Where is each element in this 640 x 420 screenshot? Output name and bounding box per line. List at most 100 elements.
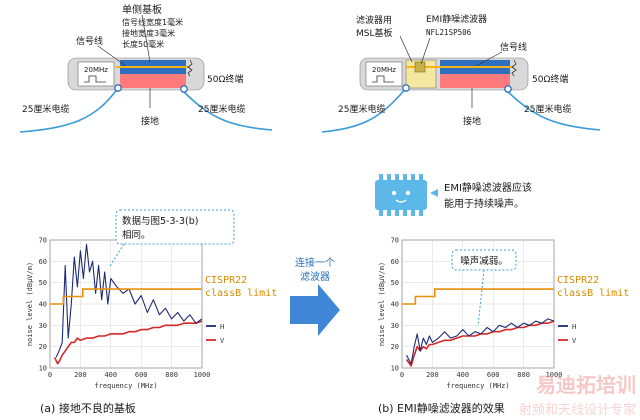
ground-label: 接地: [463, 115, 481, 127]
signal-leader: [97, 45, 127, 67]
watermark-line-2: 射频和天线设计专家: [519, 402, 636, 418]
resistor-icon: [187, 59, 193, 77]
cable-right: [181, 89, 273, 131]
y-tick-label: 70: [391, 237, 399, 245]
ground-plane: [120, 74, 186, 88]
y-axis-label: noise level (dBμV/m): [378, 262, 386, 346]
y-tick-label: 40: [39, 301, 47, 309]
generator-label: 20MHz: [84, 66, 108, 74]
legend-label-V: V: [220, 337, 225, 345]
legend-label-V: V: [572, 337, 577, 345]
filter-leader: [420, 37, 431, 65]
connector-left: [114, 84, 122, 92]
y-axis-label: noise level (dBμV/m): [26, 262, 34, 346]
filter-part-number: NFL21SP506: [426, 28, 472, 37]
pulse-icon: [84, 75, 106, 83]
signal-line-label: 信号线: [500, 41, 527, 53]
connector-left: [402, 84, 410, 92]
limit-label-left-2: classB limit: [205, 288, 277, 299]
x-tick-label: 1000: [194, 371, 211, 379]
series-line-V: [53, 320, 203, 365]
y-tick-label: 50: [391, 279, 399, 287]
title-leader: [141, 14, 151, 63]
callout-leader: [477, 269, 485, 327]
x-tick-label: 1000: [546, 371, 563, 379]
x-tick-label: 800: [517, 371, 530, 379]
caption-left: (a) 接地不良的基板: [40, 401, 136, 415]
cable-right-label: 25厘米电缆: [524, 103, 571, 115]
x-tick-label: 600: [487, 371, 500, 379]
y-tick-label: 10: [39, 365, 47, 373]
chip-note-line-1: EMI静噪滤波器应该: [444, 181, 532, 194]
x-tick-label: 400: [104, 371, 117, 379]
signal-leader: [475, 51, 503, 67]
callout-box: [115, 209, 235, 245]
left-note-line-2: 相同。: [122, 229, 151, 241]
board-title: 单侧基板: [122, 3, 162, 16]
right-note-callout: 噪声减弱。: [451, 249, 517, 327]
y-tick-label: 10: [391, 365, 399, 373]
y-tick-label: 60: [391, 258, 399, 266]
emi-filter-chip: [414, 61, 426, 73]
filter-board-label-1: 滤波器用: [356, 14, 392, 26]
y-tick-label: 50: [39, 279, 47, 287]
board-spec-3: 长度50毫米: [122, 39, 164, 49]
connector-right: [180, 85, 188, 93]
limit-line: [402, 288, 554, 305]
right-setup: 20MHz 滤波器用 MSL基板 EMI静噪滤波器 NFL21SP506 信号线…: [321, 13, 601, 133]
limit-label-left-1: CISPR22: [205, 275, 247, 286]
caption-right: (b) EMI静噪滤波器的效果: [378, 401, 505, 415]
board-spec-1: 信号线宽度1毫米: [122, 17, 183, 27]
y-tick-label: 20: [39, 343, 47, 351]
filter-arrow: 连接一个 滤波器: [290, 256, 340, 336]
cable-right: [505, 89, 601, 131]
series-line-H: [55, 243, 203, 358]
x-tick-label: 200: [74, 371, 87, 379]
limit-label-right-1: CISPR22: [557, 275, 599, 286]
cable-right-label: 25厘米电缆: [198, 103, 245, 115]
chip-note-line-2: 能用于持续噪声。: [444, 197, 524, 210]
legend-label-H: H: [220, 323, 224, 331]
termination-label: 50Ω终端: [532, 73, 568, 85]
right-note-text: 噪声减弱。: [460, 255, 508, 267]
y-tick-label: 20: [391, 343, 399, 351]
y-tick-label: 70: [39, 237, 47, 245]
termination-label: 50Ω终端: [207, 73, 243, 85]
watermark-line-1: 易迪拓培训: [536, 373, 636, 397]
left-note-callout: 数据与图5-3-3(b) 相同。: [109, 209, 235, 267]
filter-board-label-2: MSL基板: [356, 27, 393, 39]
x-tick-label: 800: [165, 371, 178, 379]
chip-note: EMI静噪滤波器应该 能用于持续噪声。: [375, 174, 532, 216]
x-axis-label: frequency (MHz): [446, 382, 509, 390]
board-spec-2: 接地宽度3毫米: [122, 28, 175, 38]
connector-right: [504, 85, 512, 93]
right-arrow-icon: [290, 284, 340, 336]
pulse-icon: [372, 75, 394, 83]
limit-line: [50, 288, 202, 305]
x-tick-label: 0: [400, 371, 404, 379]
x-tick-label: 400: [456, 371, 469, 379]
legend-label-H: H: [572, 323, 576, 331]
filter-board-leader: [399, 35, 413, 63]
ground-plane: [440, 74, 510, 88]
watermark: 易迪拓培训 射频和天线设计专家: [519, 373, 636, 418]
y-tick-label: 60: [39, 258, 47, 266]
chip-mascot-icon: [375, 174, 438, 216]
left-setup: 20MHz 单侧基板 信号线宽度1毫米 接地宽度3毫米 长度50毫米 信号线 5…: [19, 3, 273, 133]
arrow-label-1: 连接一个: [295, 256, 335, 269]
series-line-H: [406, 318, 555, 365]
cable-left: [321, 87, 407, 133]
x-tick-label: 200: [426, 371, 439, 379]
arrow-label-2: 滤波器: [300, 270, 330, 283]
generator-label: 20MHz: [372, 66, 396, 74]
x-axis-label: frequency (MHz): [94, 382, 157, 390]
callout-leader: [109, 243, 125, 267]
ground-label: 接地: [141, 115, 159, 127]
y-tick-label: 30: [39, 322, 47, 330]
y-tick-label: 40: [391, 301, 399, 309]
signal-line-label: 信号线: [76, 35, 103, 47]
limit-label-right-2: classB limit: [557, 288, 629, 299]
cable-left: [19, 87, 119, 133]
